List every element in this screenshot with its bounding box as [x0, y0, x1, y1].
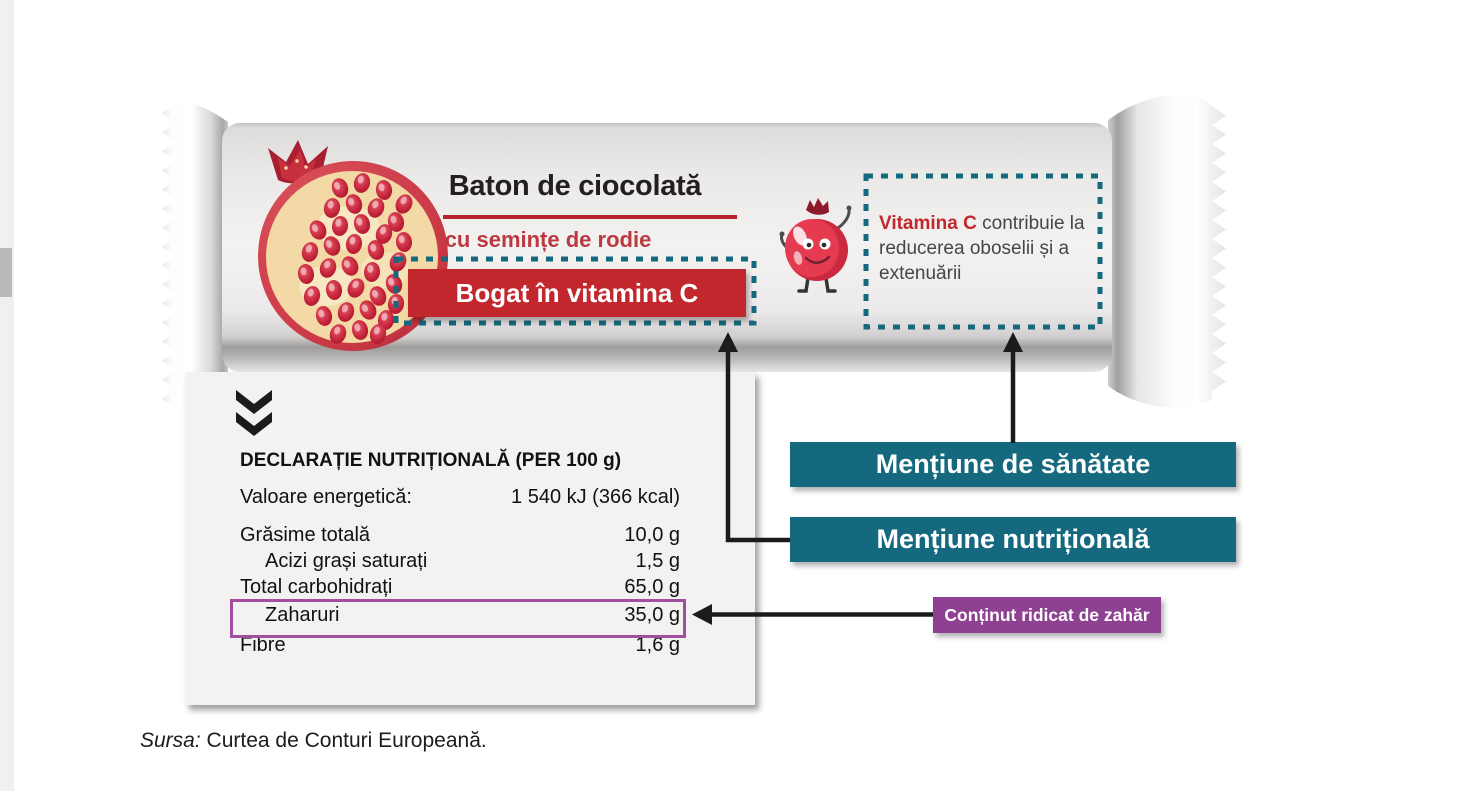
product-title: Baton de ciocolată	[448, 170, 702, 202]
nutrition-row-label: Grăsime totală	[240, 524, 371, 546]
nutrition-row: Acizi grași saturați 1,5 g	[240, 550, 680, 573]
nutrition-row-value: 10,0 g	[624, 524, 680, 546]
pomegranate-illustration	[258, 140, 448, 351]
nutrition-row-label: Valoare energetică:	[240, 486, 412, 508]
annotation-nutrition-claim-label: Mențiune nutrițională	[790, 517, 1236, 562]
nutrition-row-label: Acizi grași saturați	[265, 550, 428, 572]
nutrition-row: Fibre 1,6 g	[240, 634, 680, 657]
scrollbar-track	[0, 0, 14, 791]
health-claim-rest: contribuie la reducerea oboselii și a ex…	[879, 213, 1085, 284]
nutrition-row-value: 1,6 g	[635, 634, 680, 656]
nutrition-row-label: Total carbohidrați	[240, 576, 393, 598]
wrapper-right-crimp	[1108, 95, 1226, 408]
nutrition-row-energy: Valoare energetică: 1 540 kJ (366 kcal)	[240, 486, 680, 509]
nutrition-row-value: 1 540 kJ (366 kcal)	[511, 486, 680, 508]
nutrition-claim-banner: Bogat în vitamina C	[408, 269, 746, 317]
nutrition-row-value: 65,0 g	[624, 576, 680, 598]
nutrition-declaration-title: DECLARAȚIE NUTRIȚIONALĂ (PER 100 g)	[240, 450, 622, 471]
nutrition-row-label: Fibre	[240, 634, 286, 656]
nutrition-claim-dotted-border	[393, 256, 757, 326]
sugar-highlight-box	[230, 599, 686, 638]
pomegranate-mascot	[779, 198, 852, 293]
source-note: Sursa: Curtea de Conturi Europeană.	[140, 729, 487, 753]
nutrition-row: Grăsime totală 10,0 g	[240, 524, 680, 547]
health-claim-dotted-border	[863, 173, 1103, 330]
health-claim-highlight: Vitamina C	[879, 213, 977, 234]
title-underline	[443, 215, 737, 219]
nutrition-row-value: 35,0 g	[624, 604, 680, 626]
source-prefix: Sursa:	[140, 729, 201, 752]
product-subtitle: cu semințe de rodie	[444, 227, 652, 252]
annotation-sugar-label: Conținut ridicat de zahăr	[933, 597, 1161, 633]
nutrition-panel: DECLARAȚIE NUTRIȚIONALĂ (PER 100 g) Valo…	[185, 372, 755, 705]
health-claim-text: Vitamina C contribuie la reducerea obose…	[879, 211, 1094, 286]
nutrition-row-label: Zaharuri	[265, 604, 340, 626]
scrollbar-thumb[interactable]	[0, 248, 12, 297]
nutrition-row-sugars: Zaharuri 35,0 g	[240, 604, 680, 627]
nutrition-row: Total carbohidrați 65,0 g	[240, 576, 680, 599]
chevron-double-down-icon	[236, 390, 272, 436]
nutrition-row-value: 1,5 g	[635, 550, 680, 572]
annotation-health-claim-label: Mențiune de sănătate	[790, 442, 1236, 487]
wrapper-left-crimp	[162, 101, 228, 411]
source-text: Curtea de Conturi Europeană.	[200, 729, 487, 752]
